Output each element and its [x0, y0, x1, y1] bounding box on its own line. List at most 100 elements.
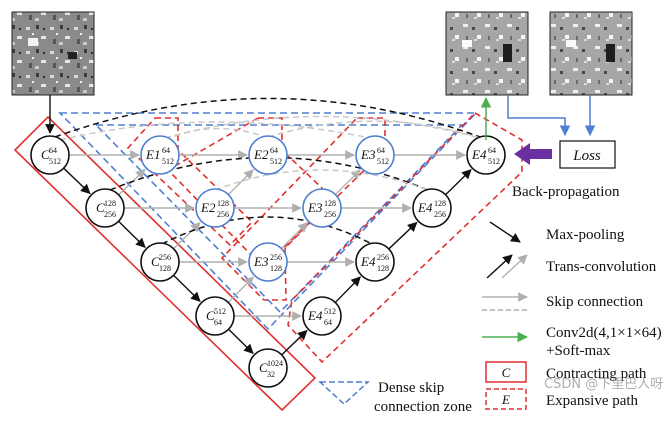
maxpool-edge — [173, 274, 201, 302]
input-image — [11, 11, 95, 96]
node-channels: 512 — [214, 307, 226, 316]
transconv-gray-edge — [227, 169, 254, 196]
node-size: 512 — [162, 157, 174, 166]
node-size: 512 — [377, 157, 389, 166]
legend-dense-label-1: Dense skip — [378, 380, 444, 396]
node-letter: E4 — [360, 254, 376, 269]
legend-expand-label: Expansive path — [546, 393, 639, 409]
node-letter: E1 — [145, 147, 160, 162]
node-letter: E2 — [200, 200, 216, 215]
legend-transconv-label: Trans-convolution — [546, 259, 657, 275]
node-circle — [355, 242, 395, 282]
watermark: CSDN @下里巴人呀 — [544, 377, 664, 392]
node-letter: E3 — [253, 254, 269, 269]
node-size: 256 — [217, 210, 229, 219]
dense-skip-arc — [164, 127, 269, 141]
node-channels: 1024 — [267, 359, 283, 368]
legend: Max-pooling Trans-convolution Skip conne… — [318, 221, 662, 415]
node-size: 64 — [214, 318, 222, 327]
node-letter: C — [206, 308, 215, 323]
dense-skip-arc — [161, 216, 373, 245]
legend-softmax-label: +Soft-max — [546, 343, 611, 359]
node-circle — [248, 135, 288, 175]
backprop-label: Back-propagation — [512, 184, 620, 200]
node-channels: 128 — [104, 199, 116, 208]
node-circle — [195, 188, 235, 228]
node-letter: E4 — [417, 200, 433, 215]
dense-skip-arc — [54, 97, 481, 138]
node-channels: 512 — [324, 307, 336, 316]
loss-label: Loss — [572, 148, 601, 164]
node-channels: 128 — [434, 199, 446, 208]
dense-skip-arc — [214, 169, 429, 191]
node-circle — [140, 135, 180, 175]
legend-contract-letter: C — [502, 365, 511, 380]
legend-conv-label: Conv2d(4,1×1×64) — [546, 325, 662, 341]
node-letter: E3 — [360, 147, 376, 162]
dense-skip-arc — [59, 121, 371, 141]
legend-dense-label-2: connection zone — [374, 399, 472, 415]
legend-expand-icon — [485, 388, 527, 410]
node-channels: 64 — [162, 146, 170, 155]
transconv-gray-edge — [173, 222, 201, 250]
node-size: 512 — [49, 157, 61, 166]
maxpool-edge — [118, 220, 146, 248]
node-channels: 64 — [49, 146, 57, 155]
node-letter: E3 — [307, 200, 323, 215]
node-circle — [140, 242, 180, 282]
node-channels: 128 — [324, 199, 336, 208]
node-size: 256 — [104, 210, 116, 219]
legend-contract-label: Contracting path — [546, 366, 647, 382]
node-size: 128 — [377, 264, 389, 273]
node-channels: 128 — [217, 199, 229, 208]
node-channels: 64 — [488, 146, 496, 155]
node-channels: 256 — [270, 253, 282, 262]
node-letter: E4 — [471, 147, 487, 162]
legend-skip-label: Skip connection — [546, 294, 644, 310]
node-circle — [195, 296, 235, 336]
node-size: 512 — [488, 157, 500, 166]
node-channels: 256 — [377, 253, 389, 262]
transconv-gray-edge — [280, 222, 308, 250]
node-letter: C — [96, 200, 105, 215]
backprop-arrow — [514, 143, 552, 165]
transconv-edge — [445, 169, 472, 196]
node-size: 512 — [270, 157, 282, 166]
loss-box — [559, 140, 616, 169]
node-letter: E4 — [307, 308, 323, 323]
maxpool-edge — [228, 328, 254, 354]
legend-transconv-gray-icon — [501, 254, 528, 279]
output-to-loss-arrow — [507, 95, 571, 137]
node-size: 32 — [267, 370, 275, 379]
node-circle — [248, 242, 288, 282]
transconv-edge — [388, 221, 418, 250]
output-image — [445, 11, 529, 96]
node-size: 128 — [159, 264, 171, 273]
dense-skip-arc — [164, 115, 481, 139]
legend-maxpool-icon — [489, 221, 521, 243]
contracting-box — [13, 115, 317, 412]
node-circle — [302, 296, 342, 336]
node-circle — [30, 135, 70, 175]
node-channels: 256 — [159, 253, 171, 262]
node-size: 256 — [324, 210, 336, 219]
node-letter: C — [151, 254, 160, 269]
ground-truth-image — [549, 11, 633, 96]
node-size: 256 — [434, 210, 446, 219]
node-letter: E2 — [253, 147, 269, 162]
maxpool-edge — [63, 167, 91, 195]
node-channels: 64 — [377, 146, 385, 155]
node-channels: 64 — [270, 146, 278, 155]
